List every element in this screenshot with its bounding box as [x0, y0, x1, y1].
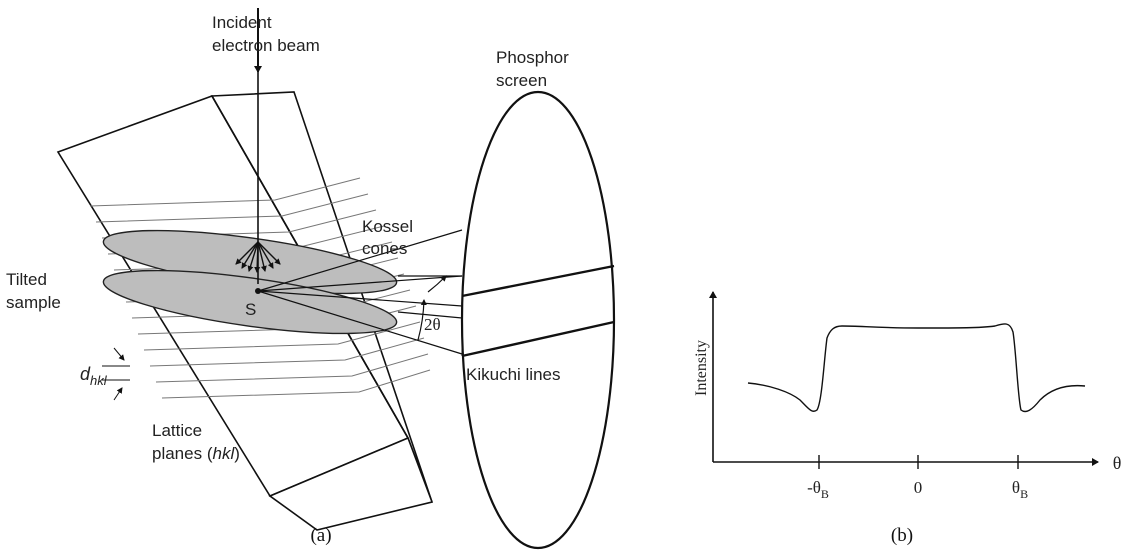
tick-label-pos-thetaB: θB — [1012, 478, 1028, 501]
d-spacing-marker — [102, 347, 130, 401]
label-lattice-line1: Lattice — [152, 421, 202, 440]
tick-label-neg-thetaB: -θB — [807, 478, 829, 501]
intensity-profile-line — [747, 323, 1086, 413]
label-tilted-line2: sample — [6, 293, 61, 312]
angle-arcs — [417, 275, 447, 341]
y-axis-label: Intensity — [693, 340, 710, 396]
label-kossel-line2: cones — [362, 239, 407, 258]
label-phosphor-line1: Phosphor — [496, 48, 569, 67]
kossel-cone-lower — [102, 269, 398, 335]
label-kikuchi: Kikuchi lines — [466, 365, 561, 384]
label-incident-line1: Incident — [212, 13, 272, 32]
kikuchi-lines — [461, 264, 615, 358]
label-dhkl: dhkl — [80, 364, 108, 388]
x-ticks — [818, 455, 1019, 469]
panel-a: Incident electron beam Phosphor screen K… — [6, 8, 616, 550]
panel-b: Intensity θ -θB 0 θB (b) — [693, 291, 1122, 546]
scatter-fan — [235, 241, 281, 273]
x-axis-label: θ — [1113, 453, 1122, 473]
label-source: S — [245, 300, 256, 319]
caption-a: (a) — [310, 525, 331, 546]
label-phosphor-line2: screen — [496, 71, 547, 90]
phosphor-screen — [460, 90, 616, 550]
kossel-cones — [102, 229, 398, 335]
label-2theta: 2θ — [424, 315, 441, 334]
tick-label-zero: 0 — [914, 478, 923, 497]
label-lattice-line2: planes (hkl) — [152, 444, 240, 463]
label-tilted-line1: Tilted — [6, 270, 47, 289]
label-kossel-line1: Kossel — [362, 217, 413, 236]
caption-b: (b) — [891, 525, 913, 546]
label-incident-line2: electron beam — [212, 36, 320, 55]
diffraction-rays — [257, 229, 463, 355]
